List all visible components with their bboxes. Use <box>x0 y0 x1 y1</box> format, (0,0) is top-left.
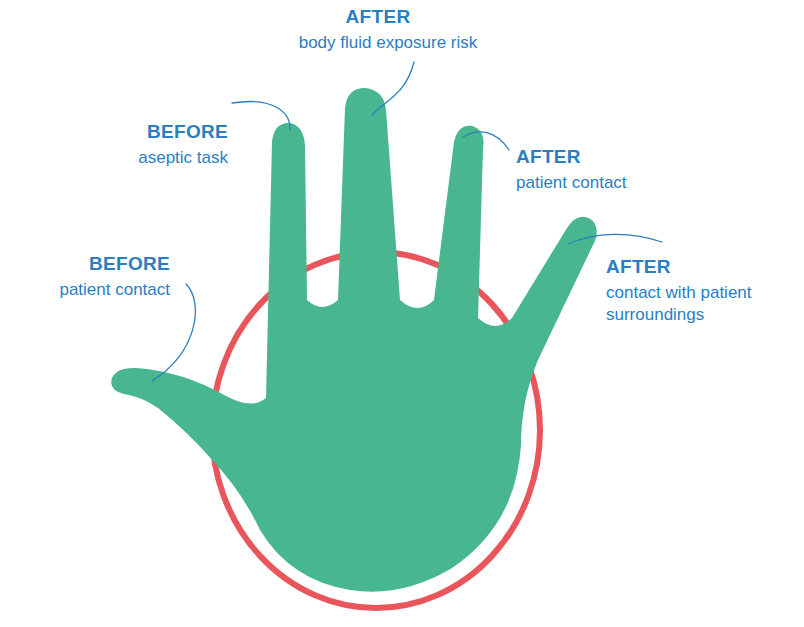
moment-description: contact with patient surroundings <box>606 282 796 326</box>
moment-heading: BEFORE <box>8 253 170 275</box>
moment-description: patient contact <box>8 279 170 301</box>
leader-line <box>463 132 509 150</box>
moment-heading: AFTER <box>298 6 458 28</box>
moment-heading: BEFORE <box>66 121 228 143</box>
moment-heading: AFTER <box>606 256 766 278</box>
moment-description: aseptic task <box>66 147 228 169</box>
moment-description: body fluid exposure risk <box>258 32 518 54</box>
leader-line <box>568 234 662 244</box>
moment-heading: AFTER <box>516 146 676 168</box>
leader-line <box>372 62 414 115</box>
leader-line <box>232 102 290 130</box>
moment-description: patient contact <box>516 172 696 194</box>
